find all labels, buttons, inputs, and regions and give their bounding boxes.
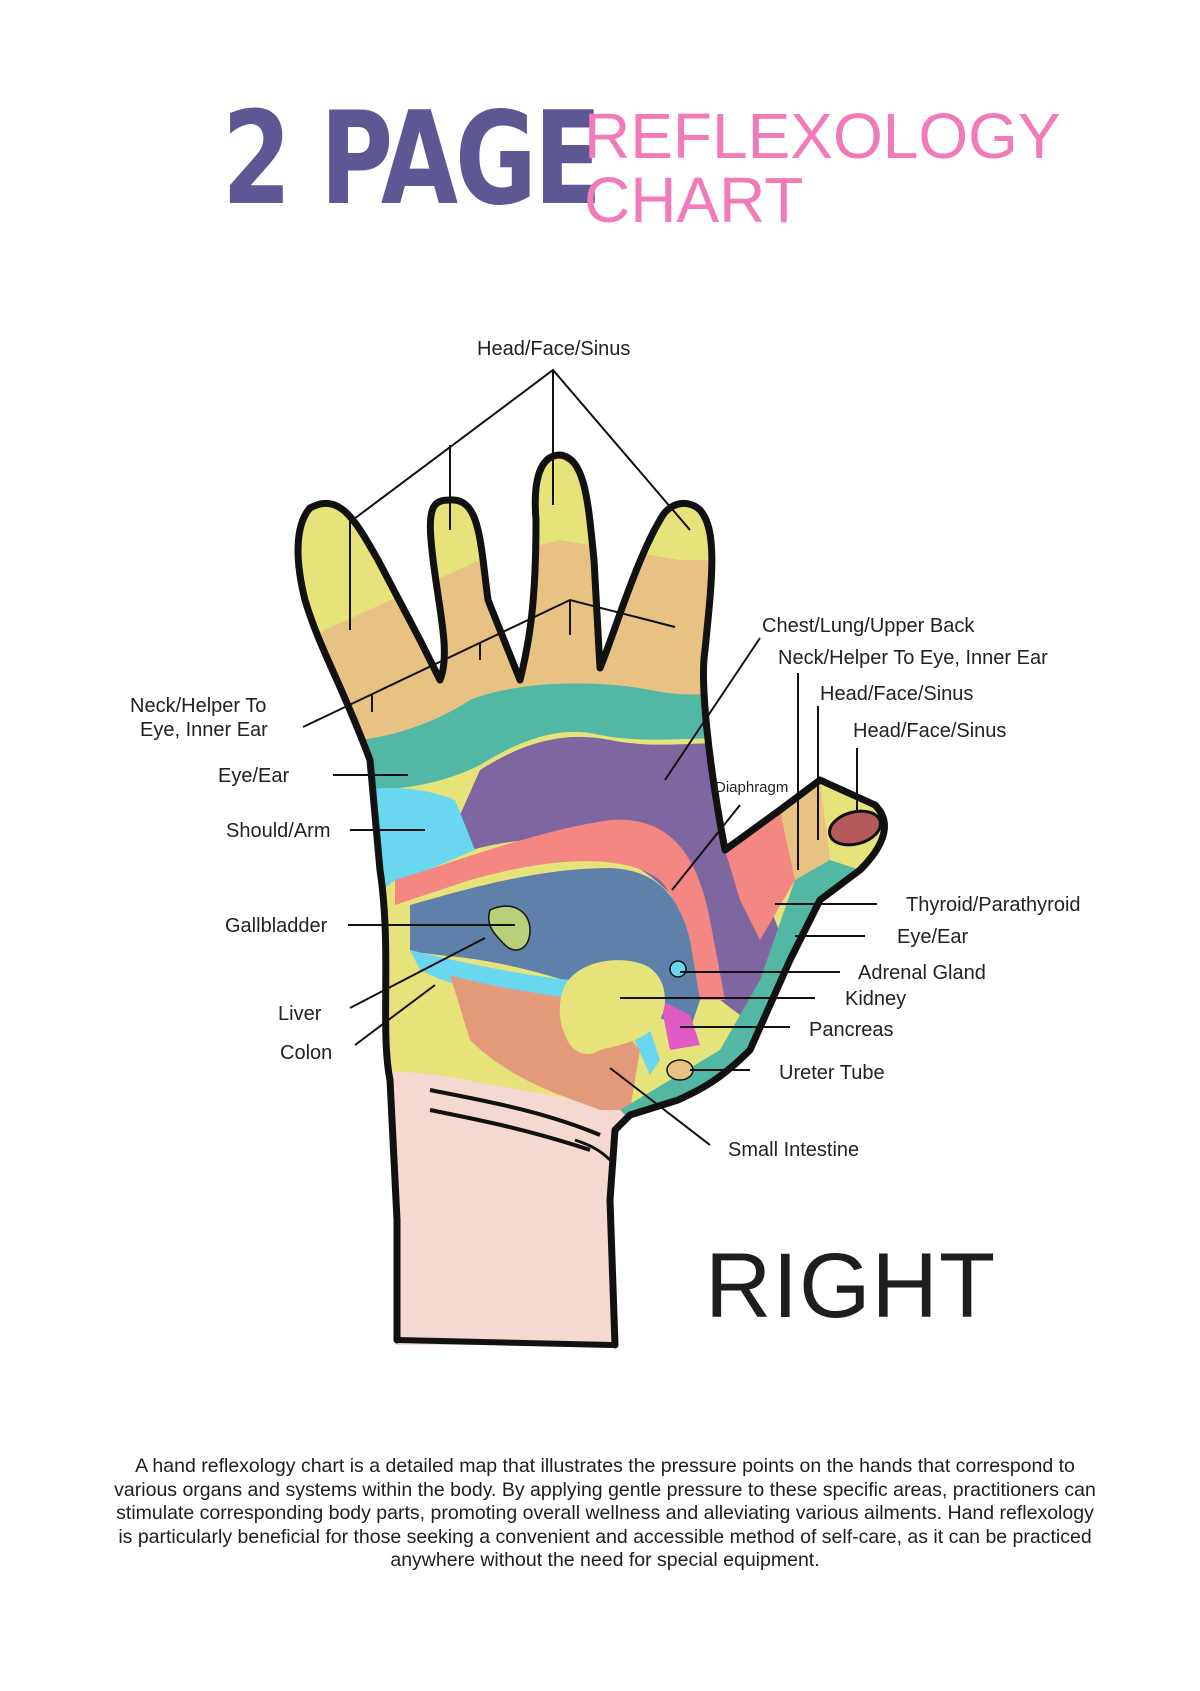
leader-lines <box>302 368 877 1146</box>
title-sub-line2: CHART <box>584 164 804 236</box>
label-head-face-sinus-r1: Head/Face/Sinus <box>820 683 973 705</box>
label-pancreas: Pancreas <box>809 1019 894 1041</box>
label-kidney: Kidney <box>845 988 906 1010</box>
zone-thyroid <box>725 810 795 940</box>
title-main: 2 PAGE <box>222 85 602 234</box>
title-sub-line1: REFLEXOLOGY <box>584 100 1061 172</box>
thumb-tip-head-zone <box>828 809 882 847</box>
label-head-face-sinus-r2: Head/Face/Sinus <box>853 720 1006 742</box>
label-thyroid: Thyroid/Parathyroid <box>906 894 1081 916</box>
label-ureter: Ureter Tube <box>779 1062 885 1084</box>
label-neck-helper-right: Neck/Helper To Eye, Inner Ear <box>778 647 1048 669</box>
label-neck-helper-left-1: Neck/Helper To <box>130 695 266 717</box>
label-head-face-sinus-top: Head/Face/Sinus <box>477 338 630 360</box>
zone-diaphragm <box>395 819 725 1000</box>
gallbladder-organ <box>488 905 531 951</box>
label-neck-helper-left-2: Eye, Inner Ear <box>140 719 268 741</box>
zone-wrist <box>380 1070 640 1345</box>
title-sub: REFLEXOLOGY CHART <box>584 104 1061 232</box>
wrist-bottom-edge <box>394 1337 615 1348</box>
zone-neck-band <box>360 683 740 790</box>
adrenal-organ <box>669 960 687 978</box>
kidney-organ <box>559 960 665 1055</box>
zone-shoulder <box>360 788 475 900</box>
description: A hand reflexology chart is a detailed m… <box>114 1455 1096 1571</box>
zone-chest <box>440 736 790 1030</box>
label-colon: Colon <box>280 1042 332 1064</box>
label-should-arm: Should/Arm <box>226 820 331 842</box>
ureter-organ <box>666 1059 694 1081</box>
label-liver: Liver <box>278 1003 322 1025</box>
label-eye-ear-left: Eye/Ear <box>218 765 289 787</box>
wrist-crease-1 <box>429 1088 601 1137</box>
label-gallbladder: Gallbladder <box>225 915 328 937</box>
side-label: RIGHT <box>705 1235 997 1337</box>
hand-outline <box>294 451 888 1349</box>
zone-thumb-edge <box>620 860 860 1120</box>
wrist-crease-2 <box>429 1108 591 1152</box>
label-chest-lung: Chest/Lung/Upper Back <box>762 615 975 637</box>
label-eye-ear-right: Eye/Ear <box>897 926 968 948</box>
wrist-crease-3 <box>574 1138 612 1162</box>
label-adrenal: Adrenal Gland <box>858 962 986 984</box>
label-diaphragm: Diaphragm <box>715 779 788 796</box>
label-small-intestine: Small Intestine <box>728 1139 859 1161</box>
zone-pancreas <box>660 1000 700 1050</box>
